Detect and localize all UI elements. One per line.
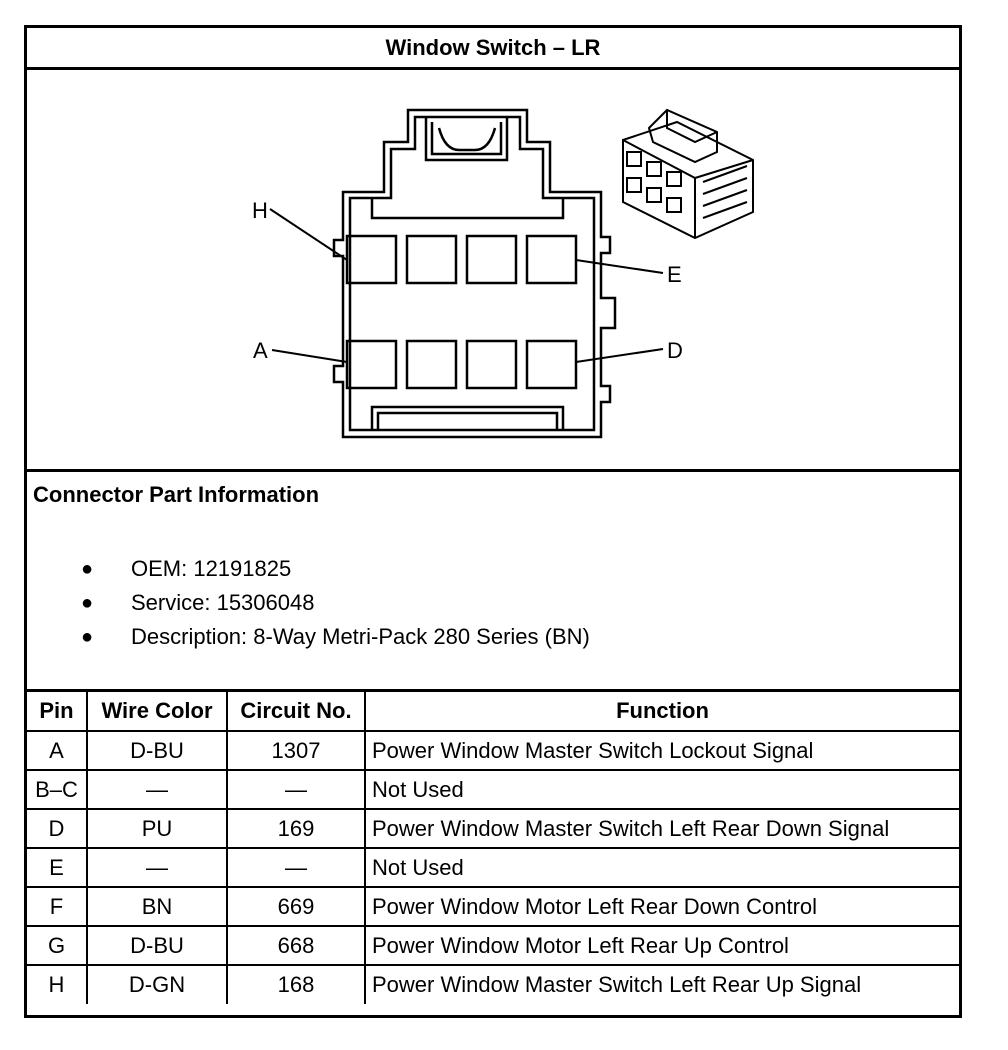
table-header-row: Pin Wire Color Circuit No. Function <box>27 692 959 732</box>
part-info-list: ● OEM: 12191825 ● Service: 15306048 ● Descr… <box>81 552 590 654</box>
header-wire-color: Wire Color <box>86 692 228 732</box>
cell-circuit: 168 <box>226 964 366 1004</box>
cell-function: Not Used <box>364 769 959 810</box>
cell-function: Not Used <box>364 847 959 888</box>
cell-function: Power Window Master Switch Lockout Signa… <box>364 730 959 771</box>
cell-wire-color: PU <box>86 808 228 849</box>
table-row: D PU 169 Power Window Master Switch Left… <box>27 808 959 849</box>
list-item: ● OEM: 12191825 <box>81 552 590 586</box>
table-row: F BN 669 Power Window Motor Left Rear Do… <box>27 886 959 927</box>
cell-pin: G <box>27 925 88 966</box>
cell-circuit: 169 <box>226 808 366 849</box>
connector-3d-icon <box>622 108 754 240</box>
table-row: G D-BU 668 Power Window Motor Left Rear … <box>27 925 959 966</box>
cell-wire-color: — <box>86 769 228 810</box>
cell-circuit: 668 <box>226 925 366 966</box>
header-pin: Pin <box>27 692 88 732</box>
cell-function: Power Window Motor Left Rear Down Contro… <box>364 886 959 927</box>
cell-pin: A <box>27 730 88 771</box>
pin-cavities <box>345 234 578 390</box>
table-row: E — — Not Used <box>27 847 959 888</box>
cell-pin: D <box>27 808 88 849</box>
cell-function: Power Window Motor Left Rear Up Control <box>364 925 959 966</box>
connector-frame: Window Switch – LR <box>24 25 962 1018</box>
bullet-icon: ● <box>81 626 94 648</box>
cell-pin: F <box>27 886 88 927</box>
header-circuit-no: Circuit No. <box>226 692 366 732</box>
list-item: ● Service: 15306048 <box>81 586 590 620</box>
connector-drawing: H E A D <box>252 108 754 439</box>
cell-wire-color: D-GN <box>86 964 228 1004</box>
table-row: A D-BU 1307 Power Window Master Switch L… <box>27 730 959 771</box>
table-row: B–C — — Not Used <box>27 769 959 810</box>
cell-function: Power Window Master Switch Left Rear Dow… <box>364 808 959 849</box>
pin-label-h: H <box>252 198 268 223</box>
cell-circuit: 1307 <box>226 730 366 771</box>
cell-function: Power Window Master Switch Left Rear Up … <box>364 964 959 1004</box>
page-title: Window Switch – LR <box>27 28 959 70</box>
pin-label-a: A <box>253 338 268 363</box>
cell-circuit: 669 <box>226 886 366 927</box>
cell-pin: H <box>27 964 88 1004</box>
service-number: Service: 15306048 <box>131 590 315 615</box>
description: Description: 8-Way Metri-Pack 280 Series… <box>131 624 590 649</box>
cell-wire-color: — <box>86 847 228 888</box>
pin-table: Pin Wire Color Circuit No. Function A D-… <box>27 692 959 1004</box>
cell-circuit: — <box>226 769 366 810</box>
info-heading: Connector Part Information <box>33 482 320 507</box>
pin-label-e: E <box>667 262 682 287</box>
table-row: H D-GN 168 Power Window Master Switch Le… <box>27 964 959 1004</box>
bullet-icon: ● <box>81 592 94 614</box>
cell-pin: B–C <box>27 769 88 810</box>
cell-wire-color: D-BU <box>86 925 228 966</box>
connector-diagram: H E A D <box>27 70 959 472</box>
cell-pin: E <box>27 847 88 888</box>
oem-number: OEM: 12191825 <box>131 556 292 581</box>
bullet-icon: ● <box>81 558 94 580</box>
pin-label-d: D <box>667 338 683 363</box>
list-item: ● Description: 8-Way Metri-Pack 280 Serie… <box>81 620 590 654</box>
header-function: Function <box>364 692 959 732</box>
cell-wire-color: D-BU <box>86 730 228 771</box>
cell-wire-color: BN <box>86 886 228 927</box>
cell-circuit: — <box>226 847 366 888</box>
connector-part-info: Connector Part Information ● OEM: 1219182… <box>27 472 959 692</box>
